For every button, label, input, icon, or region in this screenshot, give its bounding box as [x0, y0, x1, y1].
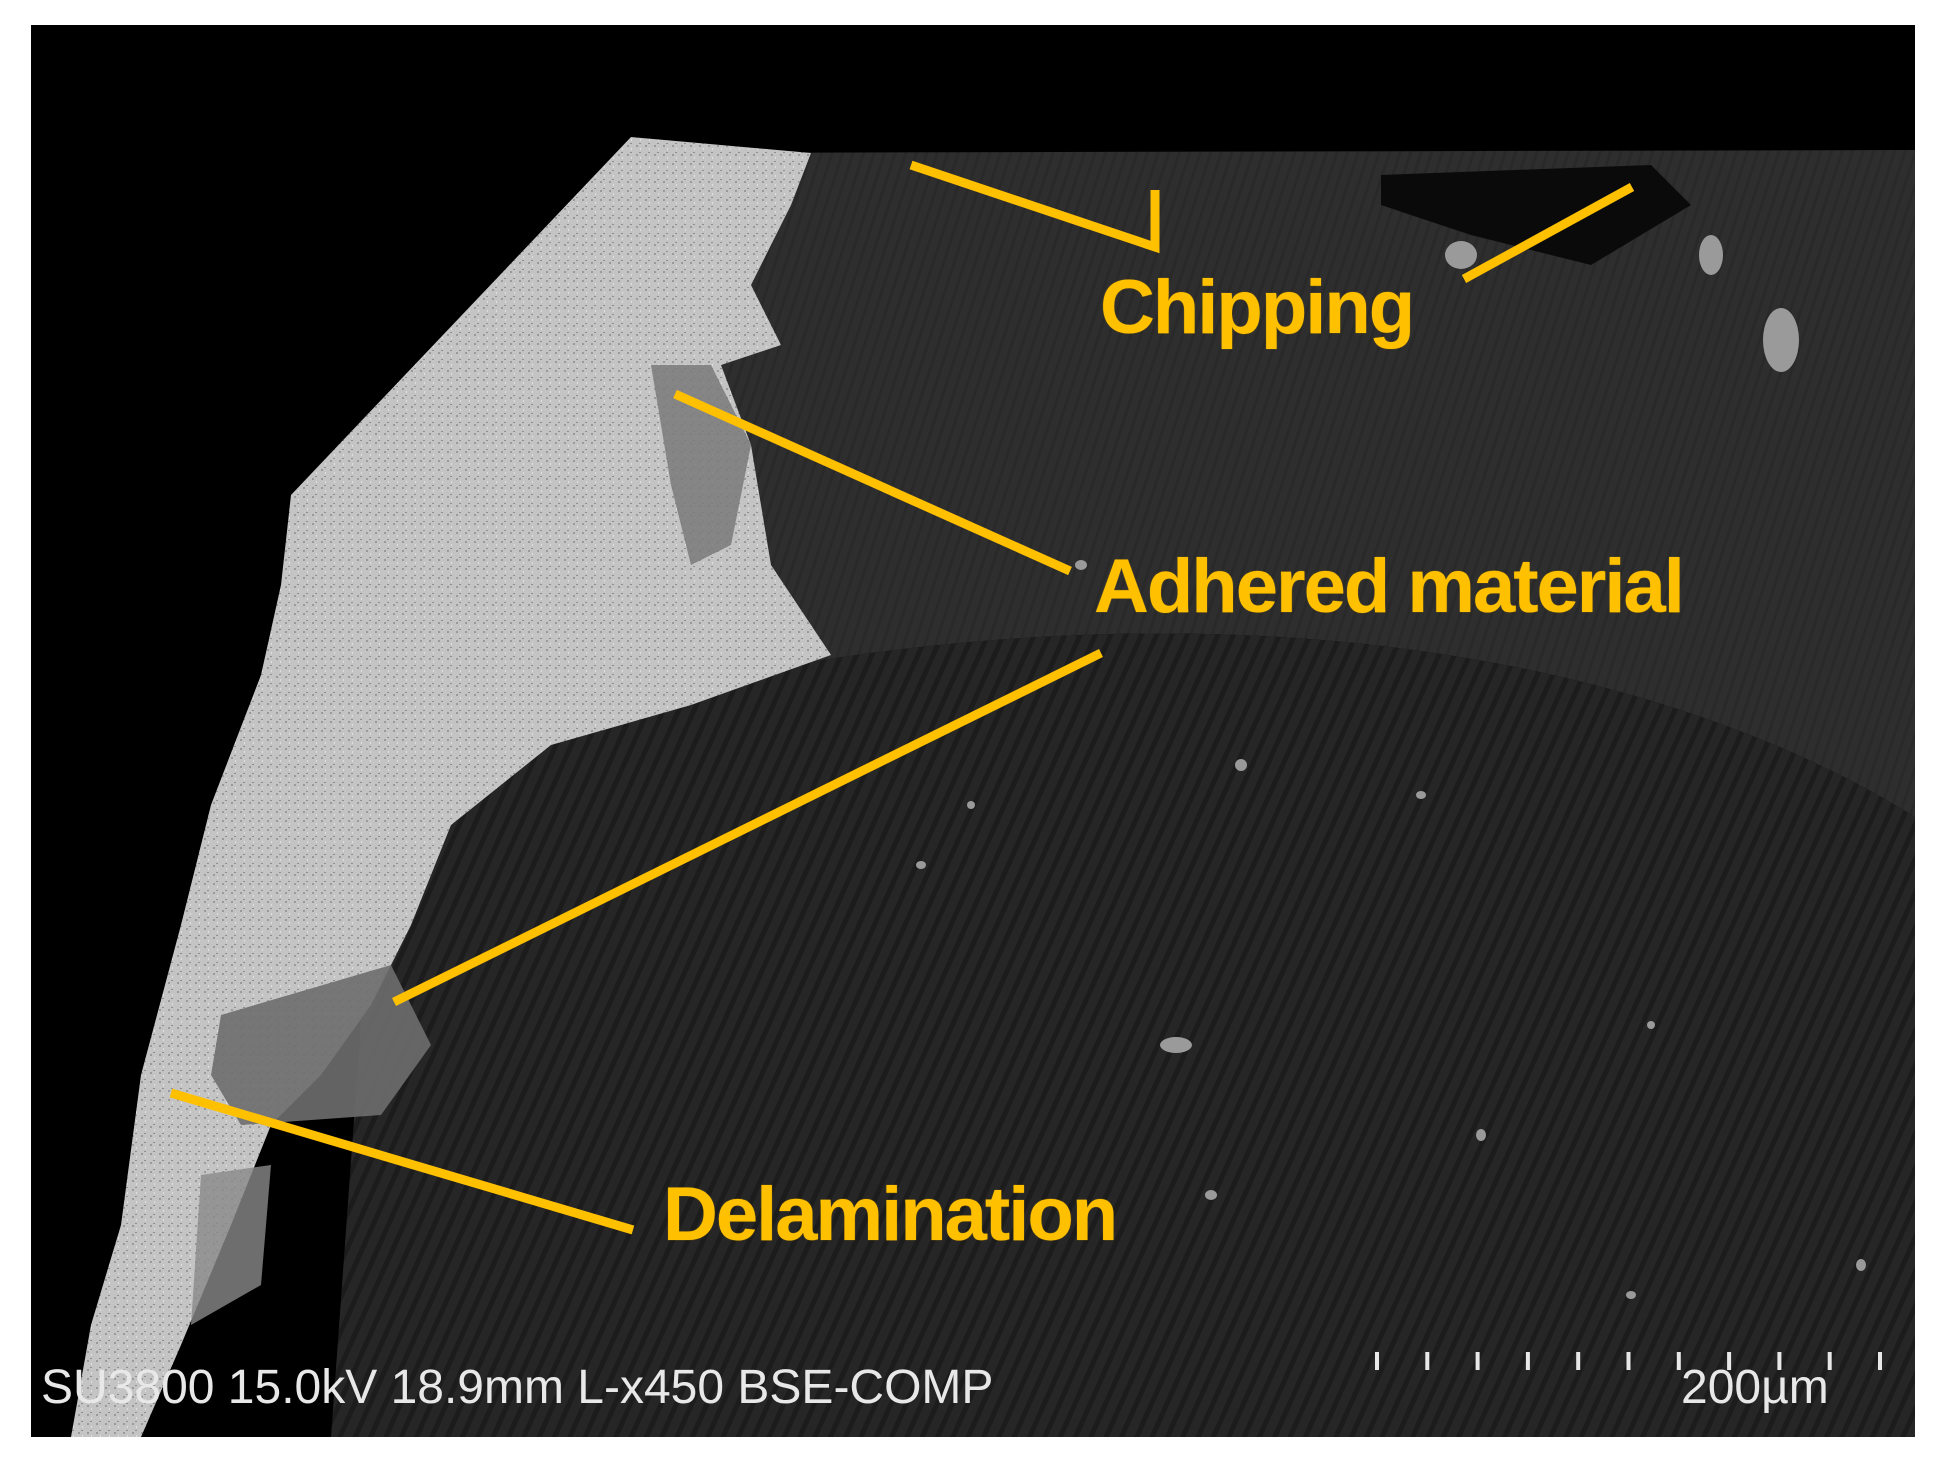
- delamination-label: Delamination: [663, 1172, 1118, 1257]
- scale-tick: [1676, 1352, 1681, 1370]
- scale-tick: [1475, 1352, 1480, 1370]
- rake-face-region: [631, 150, 1915, 817]
- adhered-material-label: Adhered material: [1094, 544, 1685, 629]
- flank-face-region: [331, 633, 1915, 1437]
- adhered-leader-lower: [392, 648, 1103, 1007]
- micrograph-frame: Chipping Adhered material Delamination S…: [31, 25, 1915, 1437]
- scale-bar-label: 200µm: [1681, 1361, 1829, 1414]
- scale-tick: [1375, 1352, 1379, 1370]
- delamination-leader: [169, 1088, 635, 1235]
- chipping-region: [1381, 165, 1691, 265]
- scale-tick: [1576, 1352, 1581, 1370]
- scale-tick: [1727, 1352, 1732, 1370]
- scale-tick: [1626, 1352, 1631, 1370]
- annotation-leaders: [169, 160, 1635, 1235]
- chipping-leader-left: [909, 160, 1160, 254]
- chipping-label: Chipping: [1100, 265, 1415, 350]
- scale-tick: [1525, 1352, 1530, 1370]
- scale-tick: [1827, 1352, 1832, 1370]
- scale-bar-ticks: [1375, 1352, 1882, 1370]
- microscope-info-bar: SU3800 15.0kV 18.9mm L-x450 BSE-COMP: [41, 1361, 994, 1414]
- adhered-patch: [211, 965, 431, 1125]
- sem-micrograph: [71, 137, 1915, 1437]
- scale-tick: [1425, 1352, 1430, 1370]
- scale-tick: [1777, 1352, 1782, 1370]
- scale-tick: [1878, 1352, 1882, 1370]
- adhered-leader-upper: [673, 389, 1072, 576]
- delamination-patch: [191, 1165, 271, 1325]
- debris-particles: [916, 235, 1866, 1299]
- chipping-leader-right: [1461, 183, 1635, 283]
